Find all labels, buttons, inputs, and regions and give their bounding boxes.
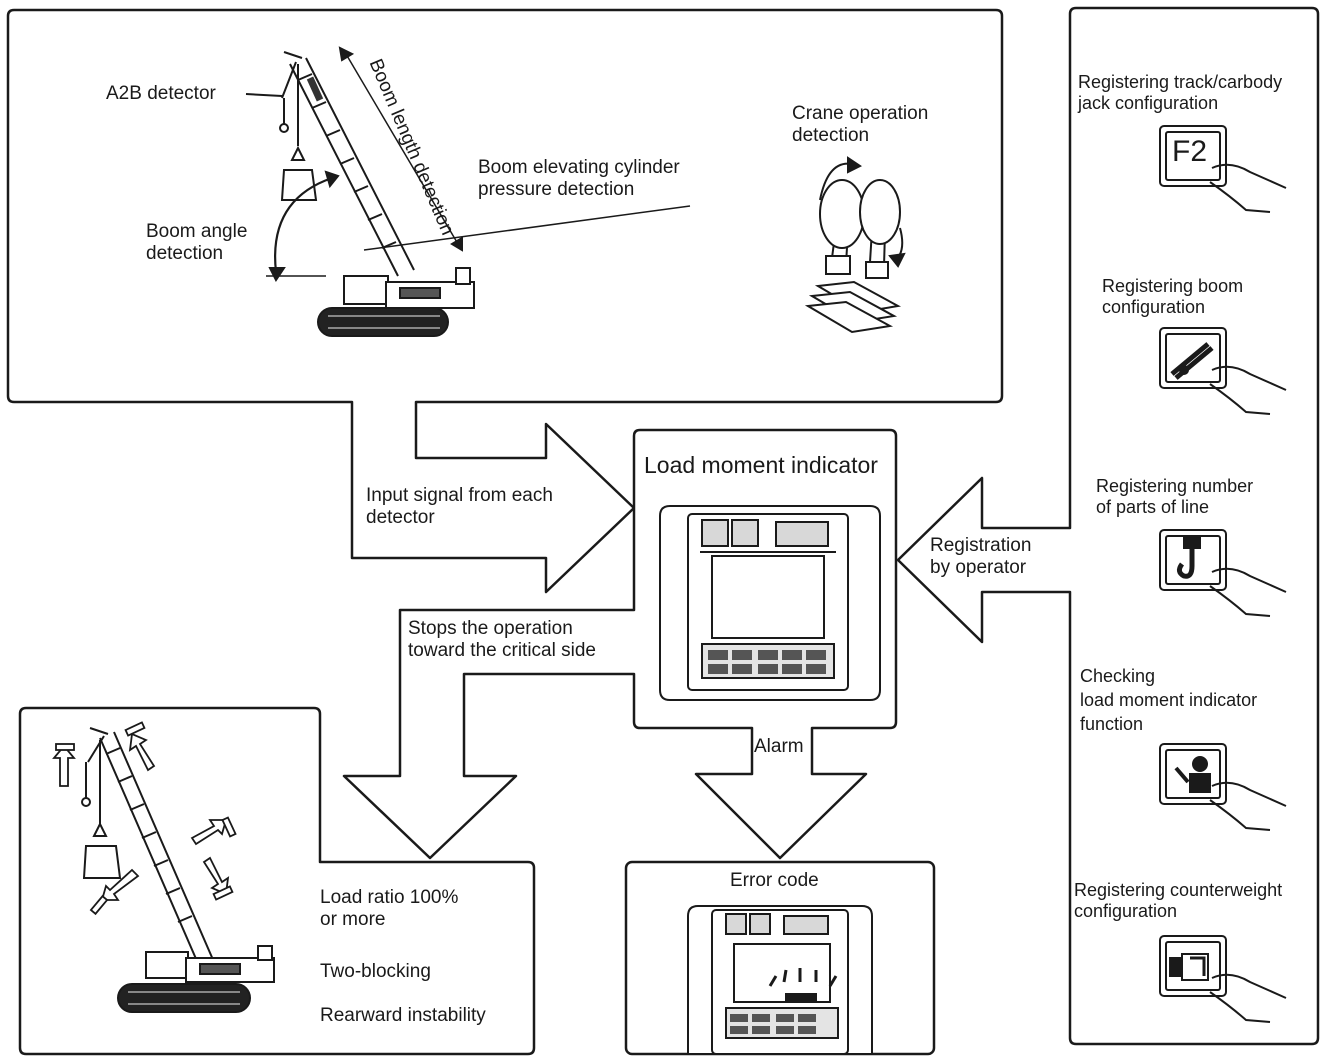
boom-angle-detection-label: Boom angle detection	[146, 221, 248, 264]
f2-key-label: F2	[1172, 135, 1208, 168]
boom-configuration-label: Registering boom configuration	[1102, 276, 1244, 317]
stops-operation-label: Stops the operation toward the critical …	[408, 618, 596, 661]
error-code-display-icon	[687, 905, 873, 1055]
crane-icon	[245, 46, 691, 337]
load-moment-indicator-title: Load moment indicator	[644, 452, 878, 478]
crane-operation-detection-label: Crane operation detection	[792, 103, 929, 146]
alarm-label: Alarm	[754, 736, 804, 757]
finger-press-icon	[1209, 973, 1287, 1023]
f2-key-icon	[1159, 125, 1287, 213]
two-blocking-label: Two-blocking	[320, 961, 431, 982]
detection-panel-frame	[6, 8, 1004, 594]
error-code-label: Error code	[730, 870, 819, 891]
finger-press-icon	[1209, 163, 1287, 213]
lever-icon	[804, 156, 906, 334]
lmi-function-label: Checking load moment indicator function	[1080, 666, 1258, 734]
hook-key-icon	[1159, 529, 1287, 617]
crane-icon	[52, 721, 275, 1013]
boom-elevating-cylinder-label: Boom elevating cylinder pressure detecti…	[478, 157, 680, 200]
registration-by-operator-label: Registration by operator	[930, 535, 1032, 578]
finger-press-icon	[1209, 567, 1287, 617]
load-ratio-label: Load ratio 100% or more	[320, 887, 459, 930]
rearward-instability-label: Rearward instability	[320, 1005, 486, 1026]
finger-press-icon	[1209, 365, 1287, 415]
counterweight-key-icon	[1159, 935, 1287, 1023]
track-carbody-label: Registering track/carbody jack configura…	[1078, 72, 1283, 113]
lmi-display-icon	[659, 505, 881, 701]
input-signal-label: Input signal from each detector	[366, 485, 553, 528]
parts-of-line-label: Registering number of parts of line	[1096, 476, 1254, 517]
boom-key-icon	[1159, 327, 1287, 415]
finger-press-icon	[1209, 781, 1287, 831]
counterweight-label: Registering counterweight configuration	[1074, 880, 1283, 921]
check-key-icon	[1159, 743, 1287, 831]
a2b-detector-label: A2B detector	[106, 83, 216, 104]
